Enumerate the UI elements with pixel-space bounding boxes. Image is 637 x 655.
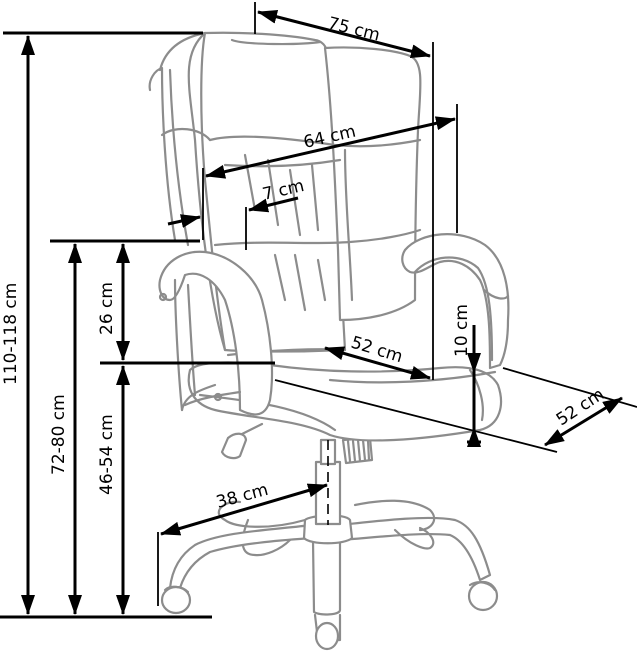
dimension-lines	[0, 2, 637, 619]
chair-drawing	[148, 31, 510, 651]
overall-width-line	[257, 9, 431, 59]
height-lever	[220, 422, 264, 460]
chair-base	[160, 499, 499, 651]
label-arm-above-seat: 26 cm	[97, 282, 117, 335]
armrest-left	[158, 250, 274, 416]
seat	[187, 361, 503, 442]
seat-depth-line	[324, 346, 431, 380]
gas-lift	[314, 436, 374, 526]
label-base-radius: 38 cm	[214, 480, 270, 513]
base-radius-line	[160, 483, 328, 536]
label-armrest-height: 72-80 cm	[49, 394, 69, 475]
armrest-width-left	[167, 214, 201, 228]
label-overall-width: 75 cm	[326, 13, 382, 45]
seat-width-right-line	[544, 396, 623, 447]
armrest-width-right	[248, 196, 299, 213]
seat-width-line	[205, 116, 456, 179]
label-seat-height: 46-54 cm	[97, 414, 117, 495]
label-seat-thickness: 10 cm	[452, 304, 472, 357]
label-total-height: 110-118 cm	[1, 283, 21, 385]
